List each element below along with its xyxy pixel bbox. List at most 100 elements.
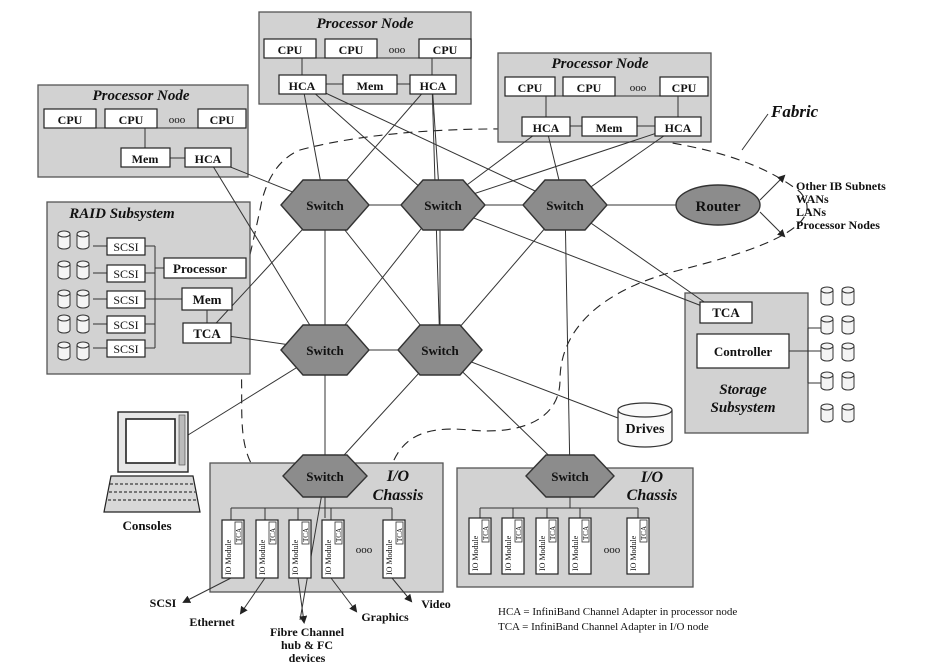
switch: Switch	[397, 324, 483, 376]
processor-node-top: Processor Node CPU CPU ooo CPU HCA Mem H…	[263, 16, 472, 95]
io-module: IO Module TCA	[535, 508, 559, 575]
cpu-box	[504, 76, 556, 97]
tca-label: TCA	[335, 528, 343, 542]
io-output-arrows	[182, 577, 413, 624]
mem-box	[120, 147, 171, 168]
processor-node-title: Processor Node	[316, 16, 413, 32]
hca-label: HCA	[665, 121, 692, 135]
io-module: IO Module TCA	[501, 508, 525, 575]
switch-label: Switch	[306, 469, 344, 484]
io-output-ethernet: Ethernet	[189, 615, 234, 629]
io-chassis-title-line1: I/O	[386, 468, 410, 485]
scsi-label: SCSI	[113, 293, 138, 307]
fabric-label: Fabric	[770, 102, 819, 121]
module-ellipsis: ooo	[604, 544, 621, 556]
tca-label: TCA	[235, 528, 243, 542]
hca-label: HCA	[289, 79, 316, 93]
cpu-label: CPU	[339, 43, 364, 57]
disk-array	[820, 286, 855, 423]
io-chassis-title-line2: Chassis	[373, 487, 424, 504]
tca-label: TCA	[640, 526, 648, 540]
console: Consoles	[103, 411, 201, 533]
hca-box	[521, 116, 571, 137]
switch-label: Switch	[551, 469, 589, 484]
legend-hca: HCA = InfiniBand Channel Adapter in proc…	[498, 606, 737, 618]
switch: Switch	[280, 179, 370, 231]
router-target: Other IB Subnets	[796, 179, 886, 193]
hca-box	[409, 74, 457, 95]
tca-label: TCA	[482, 526, 490, 540]
switch-label: Switch	[306, 198, 344, 213]
cpu-box	[104, 108, 158, 129]
processor-node-title: Processor Node	[551, 56, 648, 72]
computer-monitor-icon	[117, 411, 189, 473]
cpu-label: CPU	[518, 81, 543, 95]
mem-label: Mem	[357, 79, 384, 93]
io-output-video: Video	[421, 597, 451, 611]
cpu-box	[197, 108, 247, 129]
io-module-label: IO Module	[471, 535, 480, 571]
storage-title-line2: Subsystem	[710, 400, 775, 416]
switch-label: Switch	[306, 343, 344, 358]
mem-box	[581, 116, 638, 137]
io-module-label: IO Module	[571, 535, 580, 571]
hca-label: HCA	[195, 152, 222, 166]
io-chassis-title-line2: Chassis	[627, 487, 678, 504]
mem-label: Mem	[193, 292, 222, 307]
tca-box	[182, 322, 232, 344]
switch: Switch	[522, 179, 608, 231]
tca-label: TCA	[396, 528, 404, 542]
cpu-label: CPU	[672, 81, 697, 95]
io-module-label: IO Module	[258, 539, 267, 575]
hca-label: HCA	[533, 121, 560, 135]
hca-label: HCA	[420, 79, 447, 93]
drives-label: Drives	[626, 422, 665, 437]
io-chassis-right: I/O Chassis IO Module TCA IO Module TCA …	[468, 469, 678, 575]
io-output-scsi: SCSI	[150, 596, 177, 610]
io-module-label: IO Module	[504, 535, 513, 571]
io-output-graphics: Graphics	[361, 610, 409, 624]
storage-subsystem: TCA Controller Storage Subsystem	[696, 286, 855, 423]
cpu-label: CPU	[119, 113, 144, 127]
controller-label: Controller	[714, 344, 772, 359]
io-module: IO Module TCA	[255, 508, 279, 579]
processor-box	[163, 257, 247, 279]
cpu-label: CPU	[58, 113, 83, 127]
tca-label: TCA	[302, 528, 310, 542]
switch: Switch	[400, 179, 486, 231]
router-target: WANs	[796, 192, 829, 206]
processor-node-right: Processor Node CPU CPU ooo CPU HCA Mem H…	[504, 56, 709, 137]
processor-label: Processor	[173, 261, 227, 276]
cpu-ellipsis: ooo	[630, 82, 647, 94]
switch-label: Switch	[421, 343, 459, 358]
cpu-box	[418, 38, 472, 59]
io-module-label: IO Module	[224, 539, 233, 575]
tca-label: TCA	[582, 526, 590, 540]
tca-label: TCA	[712, 305, 740, 320]
mem-label: Mem	[132, 152, 159, 166]
cpu-ellipsis: ooo	[389, 44, 406, 56]
processor-node-left: Processor Node CPU CPU ooo CPU Mem HCA	[43, 88, 247, 168]
switch: Switch	[280, 324, 370, 376]
scsi-label: SCSI	[113, 318, 138, 332]
io-module-label: IO Module	[324, 539, 333, 575]
switch-label: Switch	[424, 198, 462, 213]
io-chassis-left: I/O Chassis IO Module TCA IO Module TCA …	[221, 468, 424, 579]
controller-box	[696, 333, 790, 369]
cpu-box	[659, 76, 709, 97]
router-target: Processor Nodes	[796, 218, 880, 232]
router: Router	[675, 174, 786, 238]
cpu-label: CPU	[577, 81, 602, 95]
storage-title-line1: Storage	[719, 382, 767, 398]
hca-box	[184, 147, 232, 168]
io-chassis-title-line1: I/O	[640, 469, 664, 486]
io-module: IO Module TCA	[221, 508, 245, 579]
io-module: IO Module TCA	[568, 508, 592, 575]
processor-node-title: Processor Node	[92, 88, 189, 104]
module-ellipsis: ooo	[356, 544, 373, 556]
raid-subsystem: RAID Subsystem SCSI SCSI SCSI SCSI SCSI …	[57, 206, 247, 361]
io-module: IO Module TCA	[321, 508, 345, 579]
cpu-box	[562, 76, 616, 97]
tca-label: TCA	[269, 528, 277, 542]
